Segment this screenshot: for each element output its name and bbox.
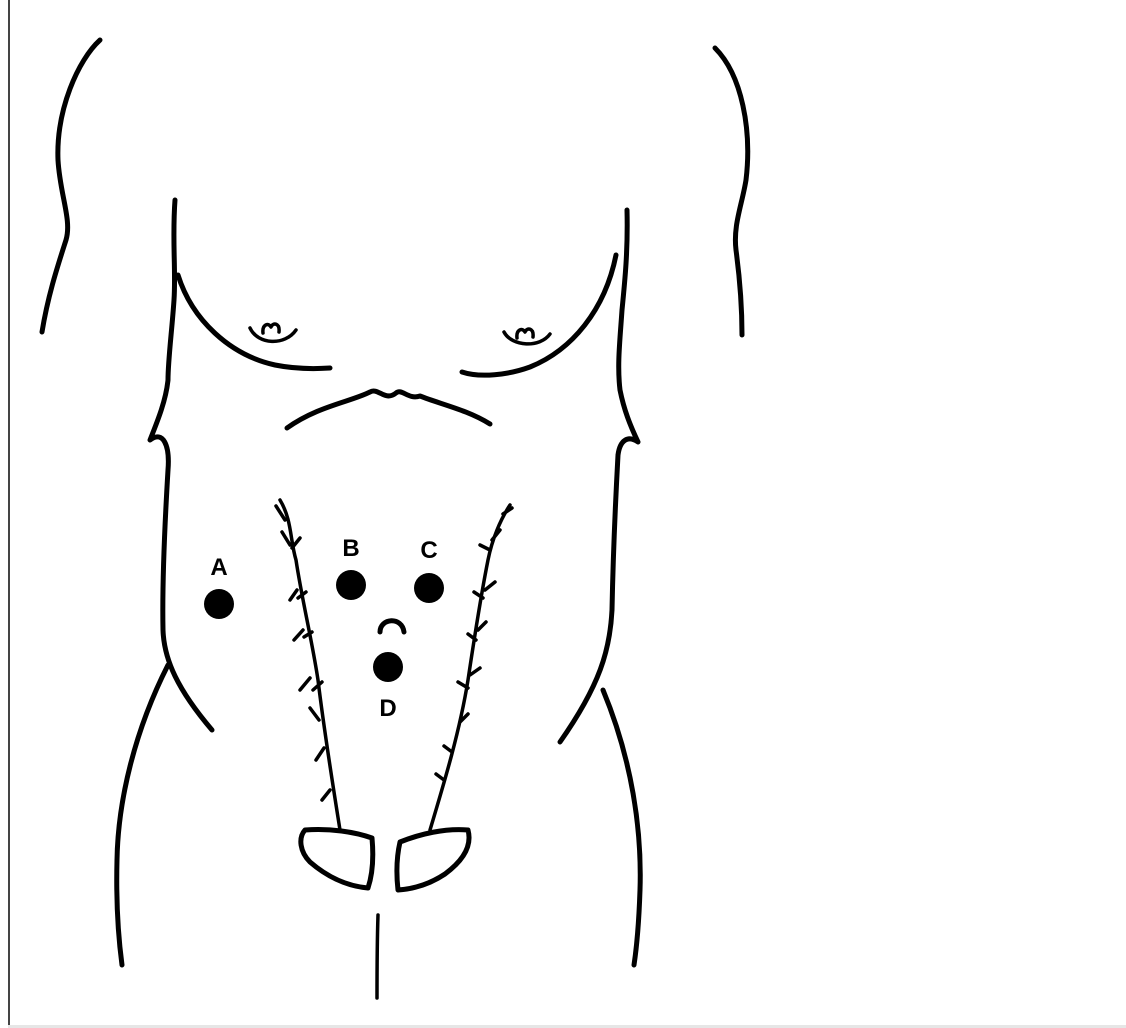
left-torso-side	[560, 210, 638, 742]
left-arm-outline	[715, 48, 748, 335]
chest-outline	[178, 255, 616, 428]
right-vessel	[276, 500, 340, 830]
right-pectoral-line	[178, 275, 330, 369]
port-a-marker	[204, 589, 234, 619]
midline-crease	[377, 915, 378, 998]
right-hip-line	[117, 665, 168, 965]
left-hip-line	[603, 690, 640, 965]
arm-outlines	[42, 40, 748, 335]
left-nipple	[504, 329, 550, 344]
port-d-label: D	[379, 695, 396, 722]
left-pubic-pad	[397, 830, 469, 890]
left-pectoral-line	[462, 255, 616, 375]
right-nipple	[250, 324, 296, 341]
port-b-label: B	[342, 535, 359, 562]
port-a-label: A	[210, 554, 227, 581]
pubic-pads	[301, 829, 469, 890]
port-b-marker	[336, 570, 366, 600]
right-arm-outline	[42, 40, 100, 332]
port-c-label: C	[420, 537, 437, 564]
port-d-marker	[373, 652, 403, 682]
umbilicus-marker	[380, 621, 404, 632]
right-pubic-pad	[301, 829, 373, 888]
port-markers	[204, 570, 444, 682]
costal-margin	[287, 391, 490, 428]
port-c-marker	[414, 573, 444, 603]
left-vessel	[430, 505, 512, 830]
